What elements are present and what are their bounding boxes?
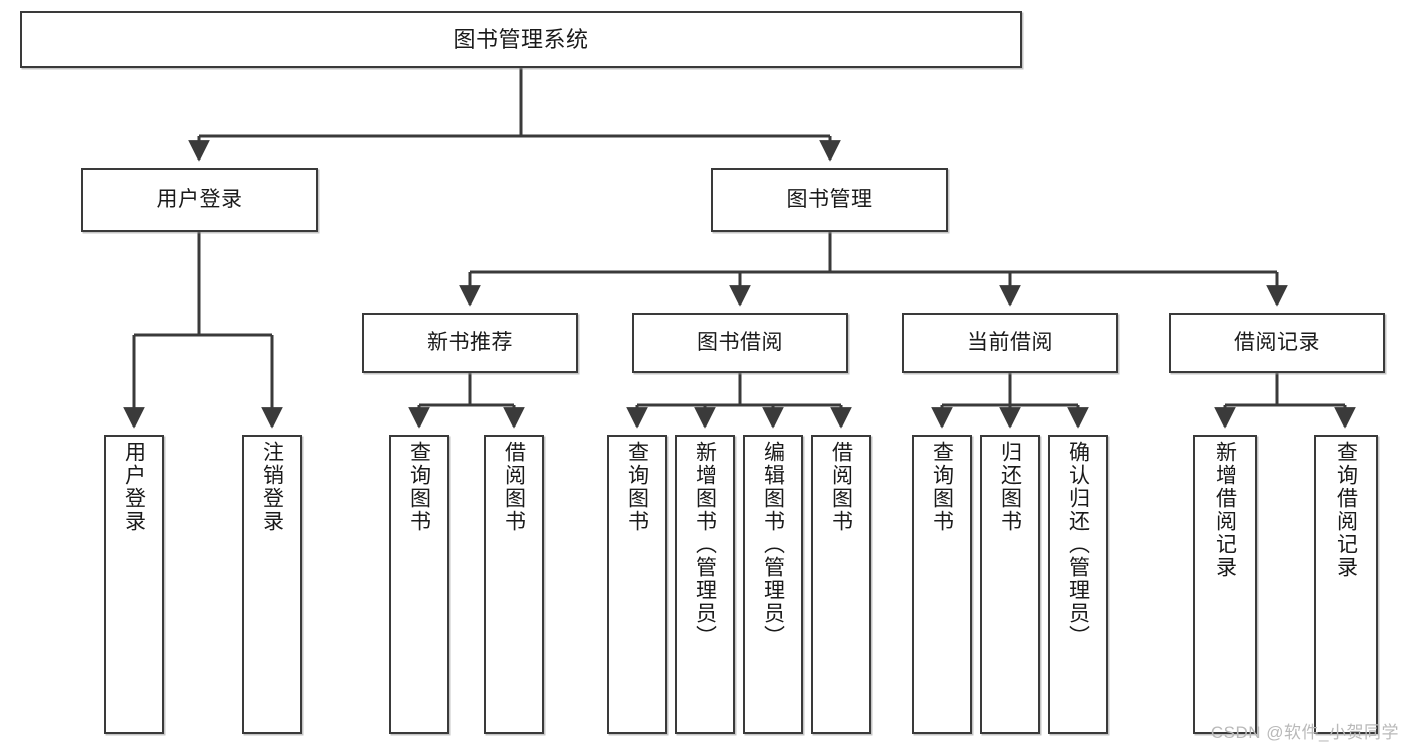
node-label: 当前借阅 [967,330,1053,354]
node-label: 确认归还（管理员） [1066,441,1090,648]
node-leaf-add-book[interactable]: 新增图书（管理员） [675,435,735,734]
node-label: 新书推荐 [427,330,513,354]
node-label: 编辑图书（管理员） [761,441,785,648]
node-label: 借阅图书 [829,441,853,533]
csdn-watermark: CSDN @软件_小贺同学 [1210,723,1399,742]
node-label: 新增借阅记录 [1213,441,1237,579]
node-book-borrow[interactable]: 图书借阅 [632,313,848,373]
node-leaf-user-login[interactable]: 用户登录 [104,435,164,734]
node-label: 查询借阅记录 [1334,441,1358,579]
node-leaf-edit-book[interactable]: 编辑图书（管理员） [743,435,803,734]
node-label: 用户登录 [156,187,243,211]
node-leaf-query-borrow-record[interactable]: 查询借阅记录 [1314,435,1378,734]
node-user-login[interactable]: 用户登录 [81,168,318,232]
node-label: 新增图书（管理员） [693,441,717,648]
node-label: 查询图书 [625,441,649,533]
node-leaf-add-borrow-record[interactable]: 新增借阅记录 [1193,435,1257,734]
node-leaf-query-book-borrow[interactable]: 查询图书 [607,435,667,734]
node-leaf-query-book-recommend[interactable]: 查询图书 [389,435,449,734]
node-label: 查询图书 [407,441,431,533]
node-new-book-recommend[interactable]: 新书推荐 [362,313,578,373]
node-label: 借阅图书 [502,441,526,533]
node-current-borrow[interactable]: 当前借阅 [902,313,1118,373]
node-label: 用户登录 [122,441,146,533]
node-leaf-user-logout[interactable]: 注销登录 [242,435,302,734]
node-leaf-confirm-return[interactable]: 确认归还（管理员） [1048,435,1108,734]
node-label: 查询图书 [930,441,954,533]
node-leaf-return-book[interactable]: 归还图书 [980,435,1040,734]
node-label: 归还图书 [998,441,1022,533]
node-label: 图书管理 [786,187,873,211]
node-leaf-query-book-current[interactable]: 查询图书 [912,435,972,734]
node-leaf-borrow-book-recommend[interactable]: 借阅图书 [484,435,544,734]
node-label: 图书管理系统 [453,26,589,52]
node-root-system[interactable]: 图书管理系统 [20,11,1022,68]
node-book-management[interactable]: 图书管理 [711,168,948,232]
node-borrow-record[interactable]: 借阅记录 [1169,313,1385,373]
node-label: 借阅记录 [1234,330,1320,354]
node-leaf-borrow-book[interactable]: 借阅图书 [811,435,871,734]
node-label: 注销登录 [260,441,284,533]
node-label: 图书借阅 [697,330,783,354]
